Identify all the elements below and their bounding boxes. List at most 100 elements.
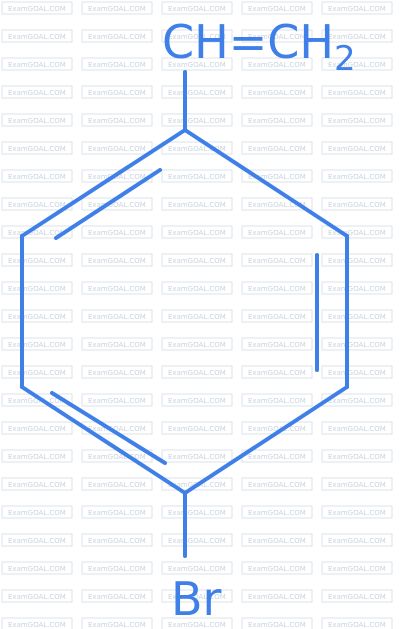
watermark-tile (1, 421, 73, 435)
watermark-text: ExamGOAL.COM (8, 341, 66, 349)
watermark-text: ExamGOAL.COM (88, 509, 146, 517)
watermark-text: ExamGOAL.COM (8, 397, 66, 405)
watermark-tile (161, 57, 233, 71)
watermark-text: ExamGOAL.COM (8, 537, 66, 545)
watermark-tile (1, 617, 73, 629)
watermark-tile (161, 533, 233, 547)
watermark-tile (161, 365, 233, 379)
watermark-text: ExamGOAL.COM (168, 229, 226, 237)
watermark-tile (241, 617, 313, 629)
watermark-tile (321, 1, 393, 15)
watermark-text: ExamGOAL.COM (8, 5, 66, 13)
watermark-tile (161, 85, 233, 99)
watermark-text: ExamGOAL.COM (328, 593, 386, 601)
watermark-text: ExamGOAL.COM (248, 397, 306, 405)
watermark-text: ExamGOAL.COM (168, 313, 226, 321)
watermark-text: ExamGOAL.COM (168, 397, 226, 405)
watermark-text: ExamGOAL.COM (168, 425, 226, 433)
watermark-text: ExamGOAL.COM (88, 481, 146, 489)
watermark-tile (241, 141, 313, 155)
watermark-tile (321, 449, 393, 463)
watermark-tile (161, 421, 233, 435)
watermark-tile (1, 449, 73, 463)
watermark-text: ExamGOAL.COM (328, 117, 386, 125)
watermark-tile (81, 617, 153, 629)
watermark-tile (161, 169, 233, 183)
watermark-text: ExamGOAL.COM (168, 89, 226, 97)
watermark-text: ExamGOAL.COM (328, 5, 386, 13)
watermark-tile (1, 561, 73, 575)
watermark-tile (241, 85, 313, 99)
watermark-tile (1, 169, 73, 183)
watermark-text: ExamGOAL.COM (328, 145, 386, 153)
watermark-tile (161, 141, 233, 155)
watermark-tile (81, 29, 153, 43)
watermark-text: ExamGOAL.COM (88, 537, 146, 545)
watermark-text: ExamGOAL.COM (168, 285, 226, 293)
watermark-text: ExamGOAL.COM (8, 593, 66, 601)
watermark-tile (241, 505, 313, 519)
watermark-tile (81, 113, 153, 127)
watermark-tile (241, 365, 313, 379)
watermark-tile (81, 141, 153, 155)
watermark-text: ExamGOAL.COM (8, 61, 66, 69)
watermark-tile (241, 29, 313, 43)
watermark-text: ExamGOAL.COM (88, 173, 146, 181)
vinyl-group-main: CH=CH (162, 15, 334, 69)
watermark-text: ExamGOAL.COM (8, 173, 66, 181)
watermark-tile (81, 57, 153, 71)
watermark-tile (321, 281, 393, 295)
watermark-text: ExamGOAL.COM (328, 229, 386, 237)
watermark-text: ExamGOAL.COM (88, 453, 146, 461)
watermark-tile (321, 85, 393, 99)
watermark-text: ExamGOAL.COM (88, 201, 146, 209)
watermark-tile (81, 561, 153, 575)
ring-bond-bottom-right (183, 385, 349, 495)
watermark-tile (321, 477, 393, 491)
watermark-text: ExamGOAL.COM (8, 89, 66, 97)
watermark-text: ExamGOAL.COM (328, 313, 386, 321)
watermark-text: ExamGOAL.COM (88, 257, 146, 265)
watermark-text: ExamGOAL.COM (88, 117, 146, 125)
watermark-text: ExamGOAL.COM (248, 33, 306, 41)
watermark-tile (1, 141, 73, 155)
watermark-tile (241, 337, 313, 351)
watermark-text: ExamGOAL.COM (88, 593, 146, 601)
watermark-text: ExamGOAL.COM (248, 313, 306, 321)
watermark-text: ExamGOAL.COM (88, 425, 146, 433)
watermark-tile (81, 477, 153, 491)
watermark-tile (321, 113, 393, 127)
watermark-text: ExamGOAL.COM (248, 89, 306, 97)
watermark-text: ExamGOAL.COM (328, 341, 386, 349)
watermark-tile (161, 1, 233, 15)
watermark-tile (161, 617, 233, 629)
watermark-tile (81, 393, 153, 407)
watermark-text: ExamGOAL.COM (8, 313, 66, 321)
watermark-text: ExamGOAL.COM (328, 173, 386, 181)
watermark-text: ExamGOAL.COM (8, 453, 66, 461)
watermark-text: ExamGOAL.COM (168, 593, 226, 601)
watermark-tile (321, 533, 393, 547)
watermark-text: ExamGOAL.COM (248, 341, 306, 349)
watermark-text: ExamGOAL.COM (248, 173, 306, 181)
watermark-tile (1, 57, 73, 71)
watermark-text: ExamGOAL.COM (8, 481, 66, 489)
watermark-tile (161, 197, 233, 211)
ring-bond-top-right (183, 128, 349, 238)
watermark-tile (241, 393, 313, 407)
watermark-text: ExamGOAL.COM (88, 285, 146, 293)
watermark-tile (321, 589, 393, 603)
watermark-tile (321, 169, 393, 183)
watermark-text: ExamGOAL.COM (8, 285, 66, 293)
watermark-text: ExamGOAL.COM (168, 33, 226, 41)
watermark-tile (1, 337, 73, 351)
watermark-text: ExamGOAL.COM (8, 509, 66, 517)
watermark-text: ExamGOAL.COM (248, 229, 306, 237)
watermark-tile (1, 1, 73, 15)
watermark-tile (241, 561, 313, 575)
watermark-tile (321, 253, 393, 267)
watermark-text: ExamGOAL.COM (8, 33, 66, 41)
watermark-text: ExamGOAL.COM (168, 145, 226, 153)
